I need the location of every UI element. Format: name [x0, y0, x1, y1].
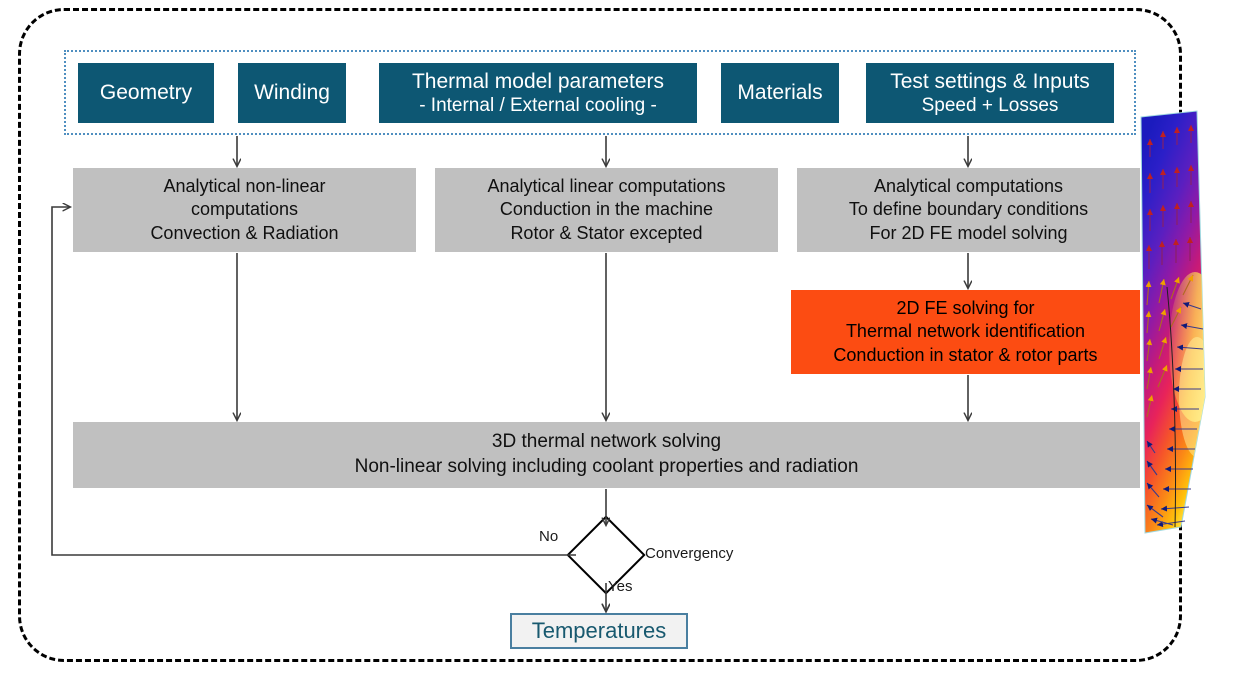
network-solving-box-line1: 3D thermal network solving — [491, 431, 722, 453]
process-box-analytical-boundary-line1: Analytical computations — [873, 175, 1064, 196]
thermal-fe-result-image — [1137, 97, 1209, 549]
process-box-analytical-boundary[interactable]: Analytical computations To define bounda… — [797, 168, 1140, 252]
process-box-analytical-linear-line2: Conduction in the machine — [499, 199, 714, 220]
fe-solving-box-line1: 2D FE solving for — [896, 297, 1035, 318]
input-box-test-settings-line2: Speed + Losses — [921, 95, 1059, 117]
network-solving-box[interactable]: 3D thermal network solving Non-linear so… — [73, 422, 1140, 488]
input-box-thermal-model-parameters-line2: - Internal / External cooling - — [419, 95, 657, 117]
process-box-analytical-nonlinear-line2: computations — [190, 199, 299, 220]
process-box-analytical-nonlinear-line1: Analytical non-linear — [163, 175, 326, 196]
decision-label-convergency: Convergency — [645, 545, 734, 562]
input-box-winding-label: Winding — [254, 81, 330, 105]
input-box-test-settings[interactable]: Test settings & Inputs Speed + Losses — [866, 63, 1114, 123]
decision-label-no: No — [539, 528, 559, 545]
fe-solving-box-line2: Thermal network identification — [845, 321, 1086, 342]
input-box-test-settings-line1: Test settings & Inputs — [890, 69, 1090, 93]
input-box-thermal-model-parameters[interactable]: Thermal model parameters - Internal / Ex… — [379, 63, 697, 123]
process-box-analytical-linear[interactable]: Analytical linear computations Conductio… — [435, 168, 778, 252]
decision-label-yes: Yes — [608, 578, 633, 595]
process-box-analytical-nonlinear[interactable]: Analytical non-linear computations Conve… — [73, 168, 416, 252]
input-box-thermal-model-parameters-line1: Thermal model parameters — [411, 69, 665, 93]
process-box-analytical-linear-line3: Rotor & Stator excepted — [510, 222, 703, 243]
fe-solving-box[interactable]: 2D FE solving for Thermal network identi… — [791, 290, 1140, 374]
network-solving-box-line2: Non-linear solving including coolant pro… — [354, 456, 859, 477]
process-box-analytical-nonlinear-line3: Convection & Radiation — [150, 222, 339, 243]
input-box-materials[interactable]: Materials — [721, 63, 839, 123]
input-box-winding[interactable]: Winding — [238, 63, 346, 123]
input-group-frame — [64, 50, 1136, 135]
input-box-geometry-label: Geometry — [99, 81, 193, 105]
process-box-analytical-boundary-line3: For 2D FE model solving — [869, 222, 1068, 243]
output-box-temperatures[interactable]: Temperatures — [510, 613, 688, 649]
input-box-materials-label: Materials — [737, 81, 823, 105]
input-box-geometry[interactable]: Geometry — [78, 63, 214, 123]
output-box-temperatures-label: Temperatures — [531, 618, 667, 643]
process-box-analytical-boundary-line2: To define boundary conditions — [848, 199, 1089, 220]
fe-solving-box-line3: Conduction in stator & rotor parts — [833, 344, 1098, 365]
process-box-analytical-linear-line1: Analytical linear computations — [487, 175, 726, 196]
